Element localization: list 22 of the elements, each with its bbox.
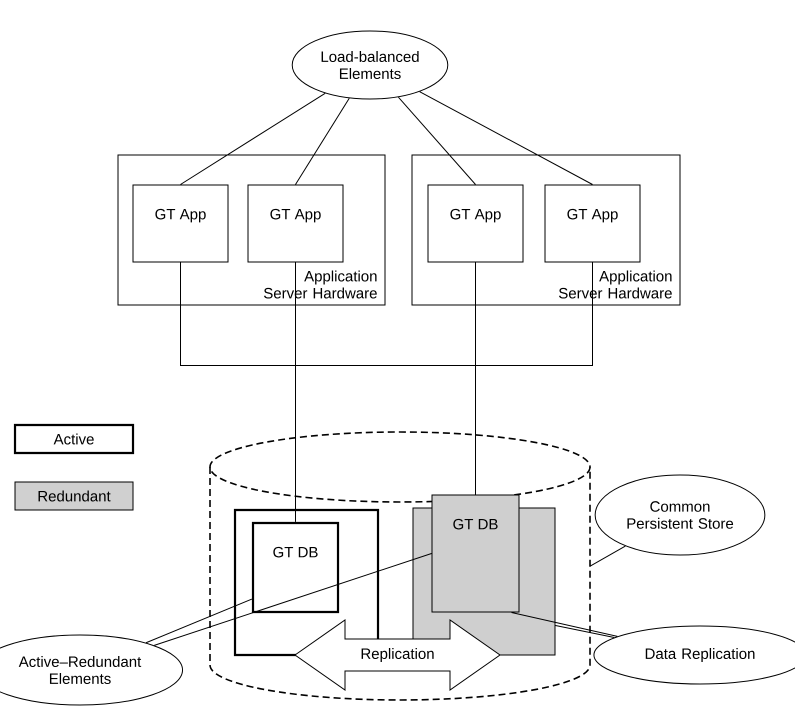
legend-item: Redundant [14,482,134,510]
process-box: GT App [248,184,344,262]
leader-line [555,625,615,638]
connector-line [180,262,593,366]
leader-line [146,598,252,644]
process-box: GT App [132,184,228,262]
process-box: GT App [428,184,524,262]
connector-line [180,92,326,185]
storage-cylinder [209,431,591,701]
leader-line [511,612,618,637]
process-box: GT App [544,184,640,262]
legend-item: Active [14,424,134,454]
connector-line [419,91,593,185]
process-box: GT DB [252,522,340,614]
connector-line [295,262,296,522]
connector-line [475,262,476,495]
connector-line [295,98,350,185]
edge-label: Replication [362,648,434,662]
leader-line [154,553,432,646]
leader-line [590,546,626,566]
connector-line [398,96,476,185]
process-box: GT DB [432,494,520,612]
